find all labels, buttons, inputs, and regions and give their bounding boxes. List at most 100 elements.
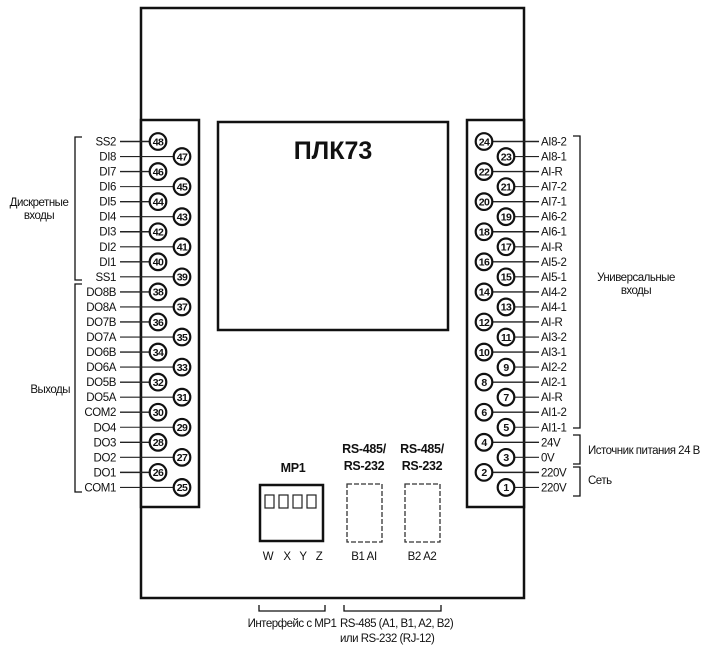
terminal-label: DO4 <box>94 422 117 434</box>
terminal-circle <box>172 237 192 257</box>
pin-number: 45 <box>177 181 188 193</box>
footnote-rs-line2: или RS-232 (RJ-12) <box>340 633 435 645</box>
terminal-circle <box>172 357 192 377</box>
terminal-label: DI7 <box>99 167 116 179</box>
terminal-circle <box>148 402 168 422</box>
footnote-rs-line1: RS-485 (A1, B1, A2, B2) <box>340 618 454 630</box>
pin-number: 32 <box>153 377 164 389</box>
terminal-label: 220V <box>541 467 567 479</box>
pin-number: 9 <box>503 362 509 374</box>
bracket-mp1-interface <box>258 605 326 612</box>
terminal-label: SS1 <box>95 272 116 284</box>
rs2-pins: B2 A2 <box>408 551 437 563</box>
mp1-pin-w: W <box>263 551 274 563</box>
terminal-label: AI2-1 <box>541 377 567 389</box>
rs2-title-2: RS-232 <box>402 459 443 473</box>
bracket-discrete-inputs <box>74 136 82 281</box>
terminal-label: AI5-2 <box>541 257 567 269</box>
terminal-label: DI8 <box>99 152 116 164</box>
terminal-circle <box>148 192 168 212</box>
mp1-contacts <box>264 494 317 509</box>
terminal-circle <box>172 478 192 497</box>
group-label-universal-inputs-2: входы <box>621 285 652 297</box>
terminal-35: 35 DO7A <box>86 327 192 347</box>
terminal-circle <box>148 162 168 181</box>
terminal-label: DI2 <box>99 242 116 254</box>
terminal-label: AI6-1 <box>541 227 567 239</box>
terminal-circle <box>474 342 494 362</box>
terminal-label: AI7-1 <box>541 197 567 209</box>
pin-number: 24 <box>479 136 490 148</box>
pin-number: 19 <box>501 212 512 224</box>
terminal-label: AI7-2 <box>541 182 567 194</box>
display-panel <box>216 120 450 332</box>
pin-number: 30 <box>153 407 164 419</box>
terminal-circle <box>474 132 494 151</box>
terminal-label: AI6-2 <box>541 212 567 224</box>
device-title: ПЛК73 <box>294 137 373 165</box>
terminal-label: AI4-1 <box>541 302 567 314</box>
bracket-universal-inputs <box>573 135 581 429</box>
pin-number: 26 <box>153 467 164 479</box>
terminal-circle <box>148 282 168 302</box>
terminal-circle <box>474 372 494 392</box>
terminal-label: AI-R <box>541 242 562 254</box>
terminal-label: DI3 <box>99 227 116 239</box>
terminal-label: DO7A <box>86 332 116 344</box>
terminal-9: 9 AI2-2 <box>496 357 567 377</box>
terminal-label: AI3-2 <box>541 332 567 344</box>
terminal-circle <box>496 357 516 377</box>
terminal-label: AI-R <box>541 167 562 179</box>
terminal-label: 220V <box>541 482 567 494</box>
mp1-pin-y: Y <box>299 551 307 563</box>
terminal-circle <box>496 447 516 467</box>
terminal-label: DO6B <box>86 347 116 359</box>
terminal-label: AI2-2 <box>541 362 567 374</box>
pin-number: 7 <box>503 392 509 404</box>
pin-number: 37 <box>177 302 188 314</box>
pin-number: 35 <box>177 332 188 344</box>
footnote-mp1-interface: Интерфейс с МР1 <box>248 618 337 630</box>
terminal-circle <box>496 478 516 497</box>
pin-number: 5 <box>503 422 509 434</box>
terminal-circle <box>496 267 516 287</box>
terminal-label: 0V <box>541 452 555 464</box>
terminal-label: AI1-2 <box>541 407 567 419</box>
pin-number: 4 <box>481 437 487 449</box>
rs1-pins: B1 AI <box>351 551 377 563</box>
terminal-label: AI1-1 <box>541 422 567 434</box>
terminal-label: AI4-2 <box>541 287 567 299</box>
rs1-port <box>346 483 383 543</box>
mp1-connector <box>258 483 325 543</box>
pin-number: 3 <box>503 452 509 464</box>
pin-number: 40 <box>153 257 164 269</box>
terminal-circle <box>496 297 516 317</box>
group-label-universal-inputs-1: Универсальные <box>597 272 675 284</box>
terminal-circle <box>496 237 516 257</box>
group-label-mains: Сеть <box>588 475 612 487</box>
terminal-circle <box>496 207 516 227</box>
